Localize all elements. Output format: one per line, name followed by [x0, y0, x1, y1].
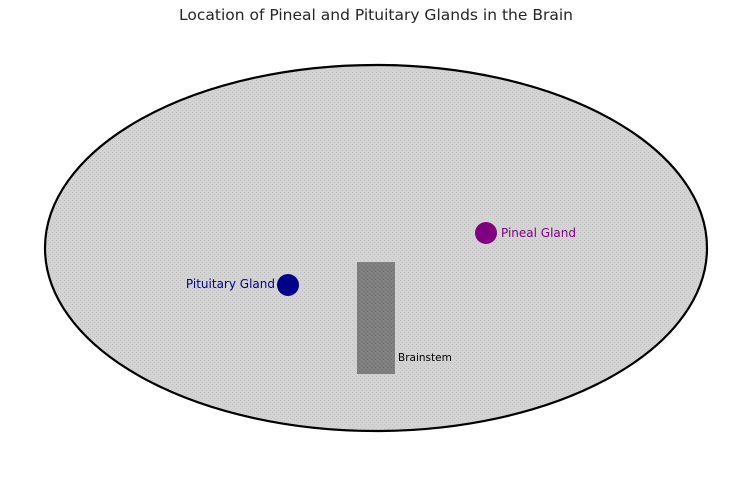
pituitary-gland-label: Pituitary Gland [186, 277, 275, 291]
pituitary-gland-marker [277, 274, 299, 296]
pineal-gland-marker [475, 222, 497, 244]
diagram-title: Location of Pineal and Pituitary Glands … [179, 6, 573, 24]
brainstem-label: Brainstem [398, 352, 452, 364]
brain-outline [43, 63, 709, 433]
pineal-gland-label: Pineal Gland [501, 226, 576, 240]
brainstem-shape [357, 262, 395, 374]
